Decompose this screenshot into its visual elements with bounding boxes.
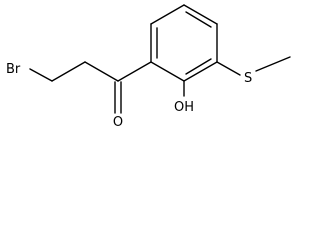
ring-bond-5: [183, 61, 218, 82]
atom-label-sulfur: S: [244, 71, 252, 86]
ring-double-inner-3: [185, 58, 212, 75]
atom-label-carbonyl-oxygen: O: [113, 115, 123, 130]
ring-double-inner-2: [185, 11, 212, 28]
atom-label-bromine: Br: [6, 62, 21, 77]
bond-carbonyl-ring: [117, 61, 152, 82]
ring-bond-2: [150, 4, 185, 25]
ring-bond-3: [183, 4, 218, 25]
ring-bond-6: [150, 61, 185, 82]
bond-c2-c3: [84, 61, 119, 82]
bond-s-methyl: [255, 56, 291, 72]
atom-label-hydroxyl: OH: [174, 100, 194, 115]
chemical-structure: Br O OH S: [6, 4, 291, 130]
bond-c1-c2: [51, 61, 86, 82]
bond-br-c1: [29, 68, 53, 82]
bond-ring-s: [216, 61, 241, 76]
